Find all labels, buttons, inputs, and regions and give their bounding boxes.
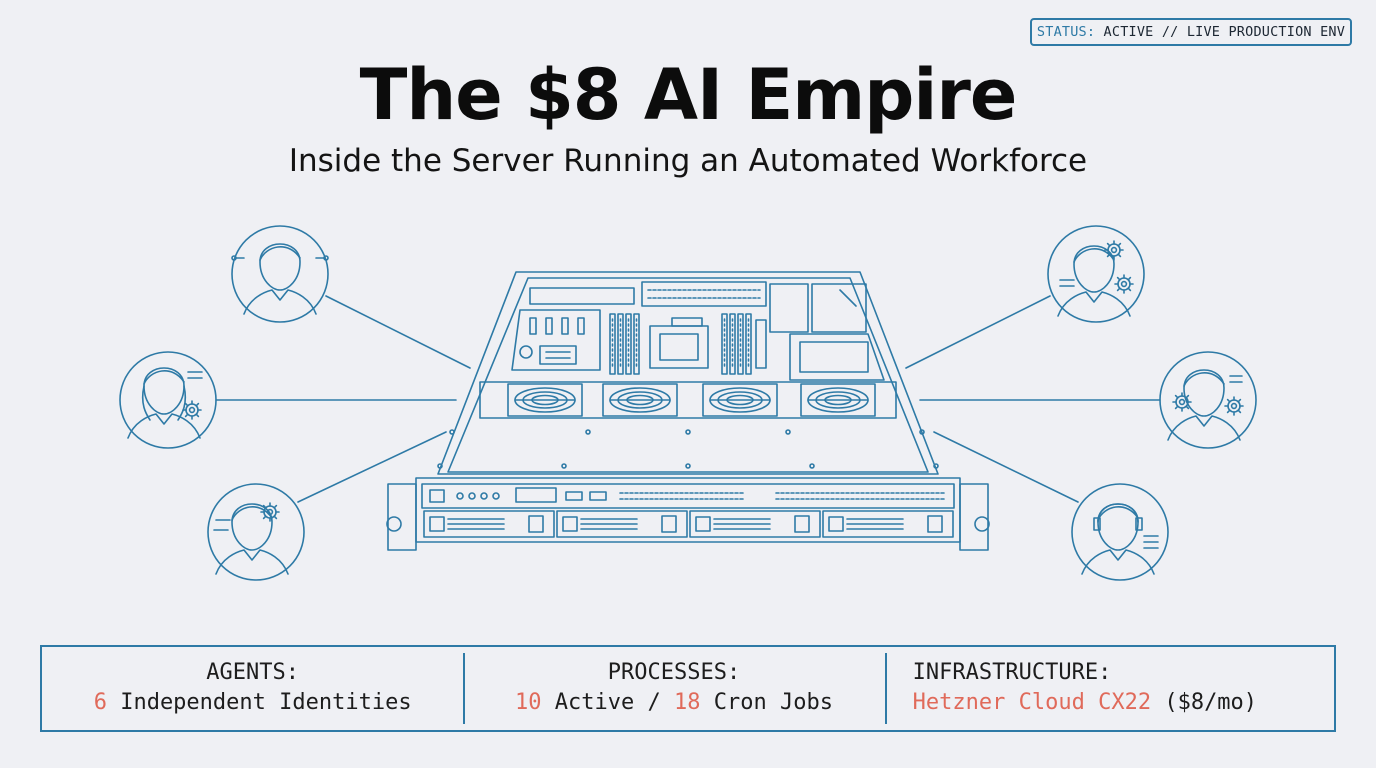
- stat-processes: PROCESSES: 10 Active / 18 Cron Jobs: [463, 647, 884, 730]
- agent-avatar-3: [207, 483, 305, 581]
- server-illustration: [119, 225, 1257, 581]
- stat-processes-label: PROCESSES:: [607, 659, 741, 685]
- stat-processes-value: 10 Active / 18 Cron Jobs: [515, 687, 833, 719]
- stat-agents-value: 6 Independent Identities: [94, 687, 412, 719]
- page-subtitle: Inside the Server Running an Automated W…: [288, 143, 1088, 179]
- agent-avatar-4: [1047, 225, 1145, 323]
- agents-text: Independent Identities: [120, 689, 412, 715]
- processes-active-count: 10: [515, 689, 542, 715]
- server-front-panel: [386, 477, 990, 551]
- stat-agents-label: AGENTS:: [206, 659, 300, 685]
- stats-bar: AGENTS: 6 Independent Identities PROCESS…: [40, 645, 1336, 732]
- processes-cron-text: Cron Jobs: [713, 689, 833, 715]
- stat-agents: AGENTS: 6 Independent Identities: [42, 647, 463, 730]
- infrastructure-price: ($8/mo): [1164, 689, 1258, 715]
- agent-avatar-2: [119, 351, 217, 449]
- agents-count: 6: [93, 689, 107, 715]
- server-chassis: [437, 271, 939, 475]
- agent-avatar-5: [1159, 351, 1257, 449]
- status-badge: STATUS: ACTIVE // LIVE PRODUCTION ENV: [1030, 18, 1352, 46]
- stat-infrastructure: INFRASTRUCTURE: Hetzner Cloud CX22 ($8/m…: [884, 647, 1334, 730]
- status-value: ACTIVE // LIVE PRODUCTION ENV: [1103, 24, 1346, 40]
- infrastructure-provider: Hetzner Cloud CX22: [912, 689, 1152, 715]
- connector-lines: [215, 295, 1161, 503]
- processes-active-text: Active /: [554, 689, 661, 715]
- processes-cron-count: 18: [673, 689, 701, 715]
- agent-avatar-6: [1071, 483, 1169, 581]
- stat-infrastructure-label: INFRASTRUCTURE:: [912, 659, 1112, 685]
- stat-infrastructure-value: Hetzner Cloud CX22 ($8/mo): [913, 687, 1257, 719]
- page-title: The $8 AI Empire: [359, 54, 1018, 136]
- status-key: STATUS:: [1036, 24, 1096, 40]
- agent-avatar-1: [231, 225, 329, 323]
